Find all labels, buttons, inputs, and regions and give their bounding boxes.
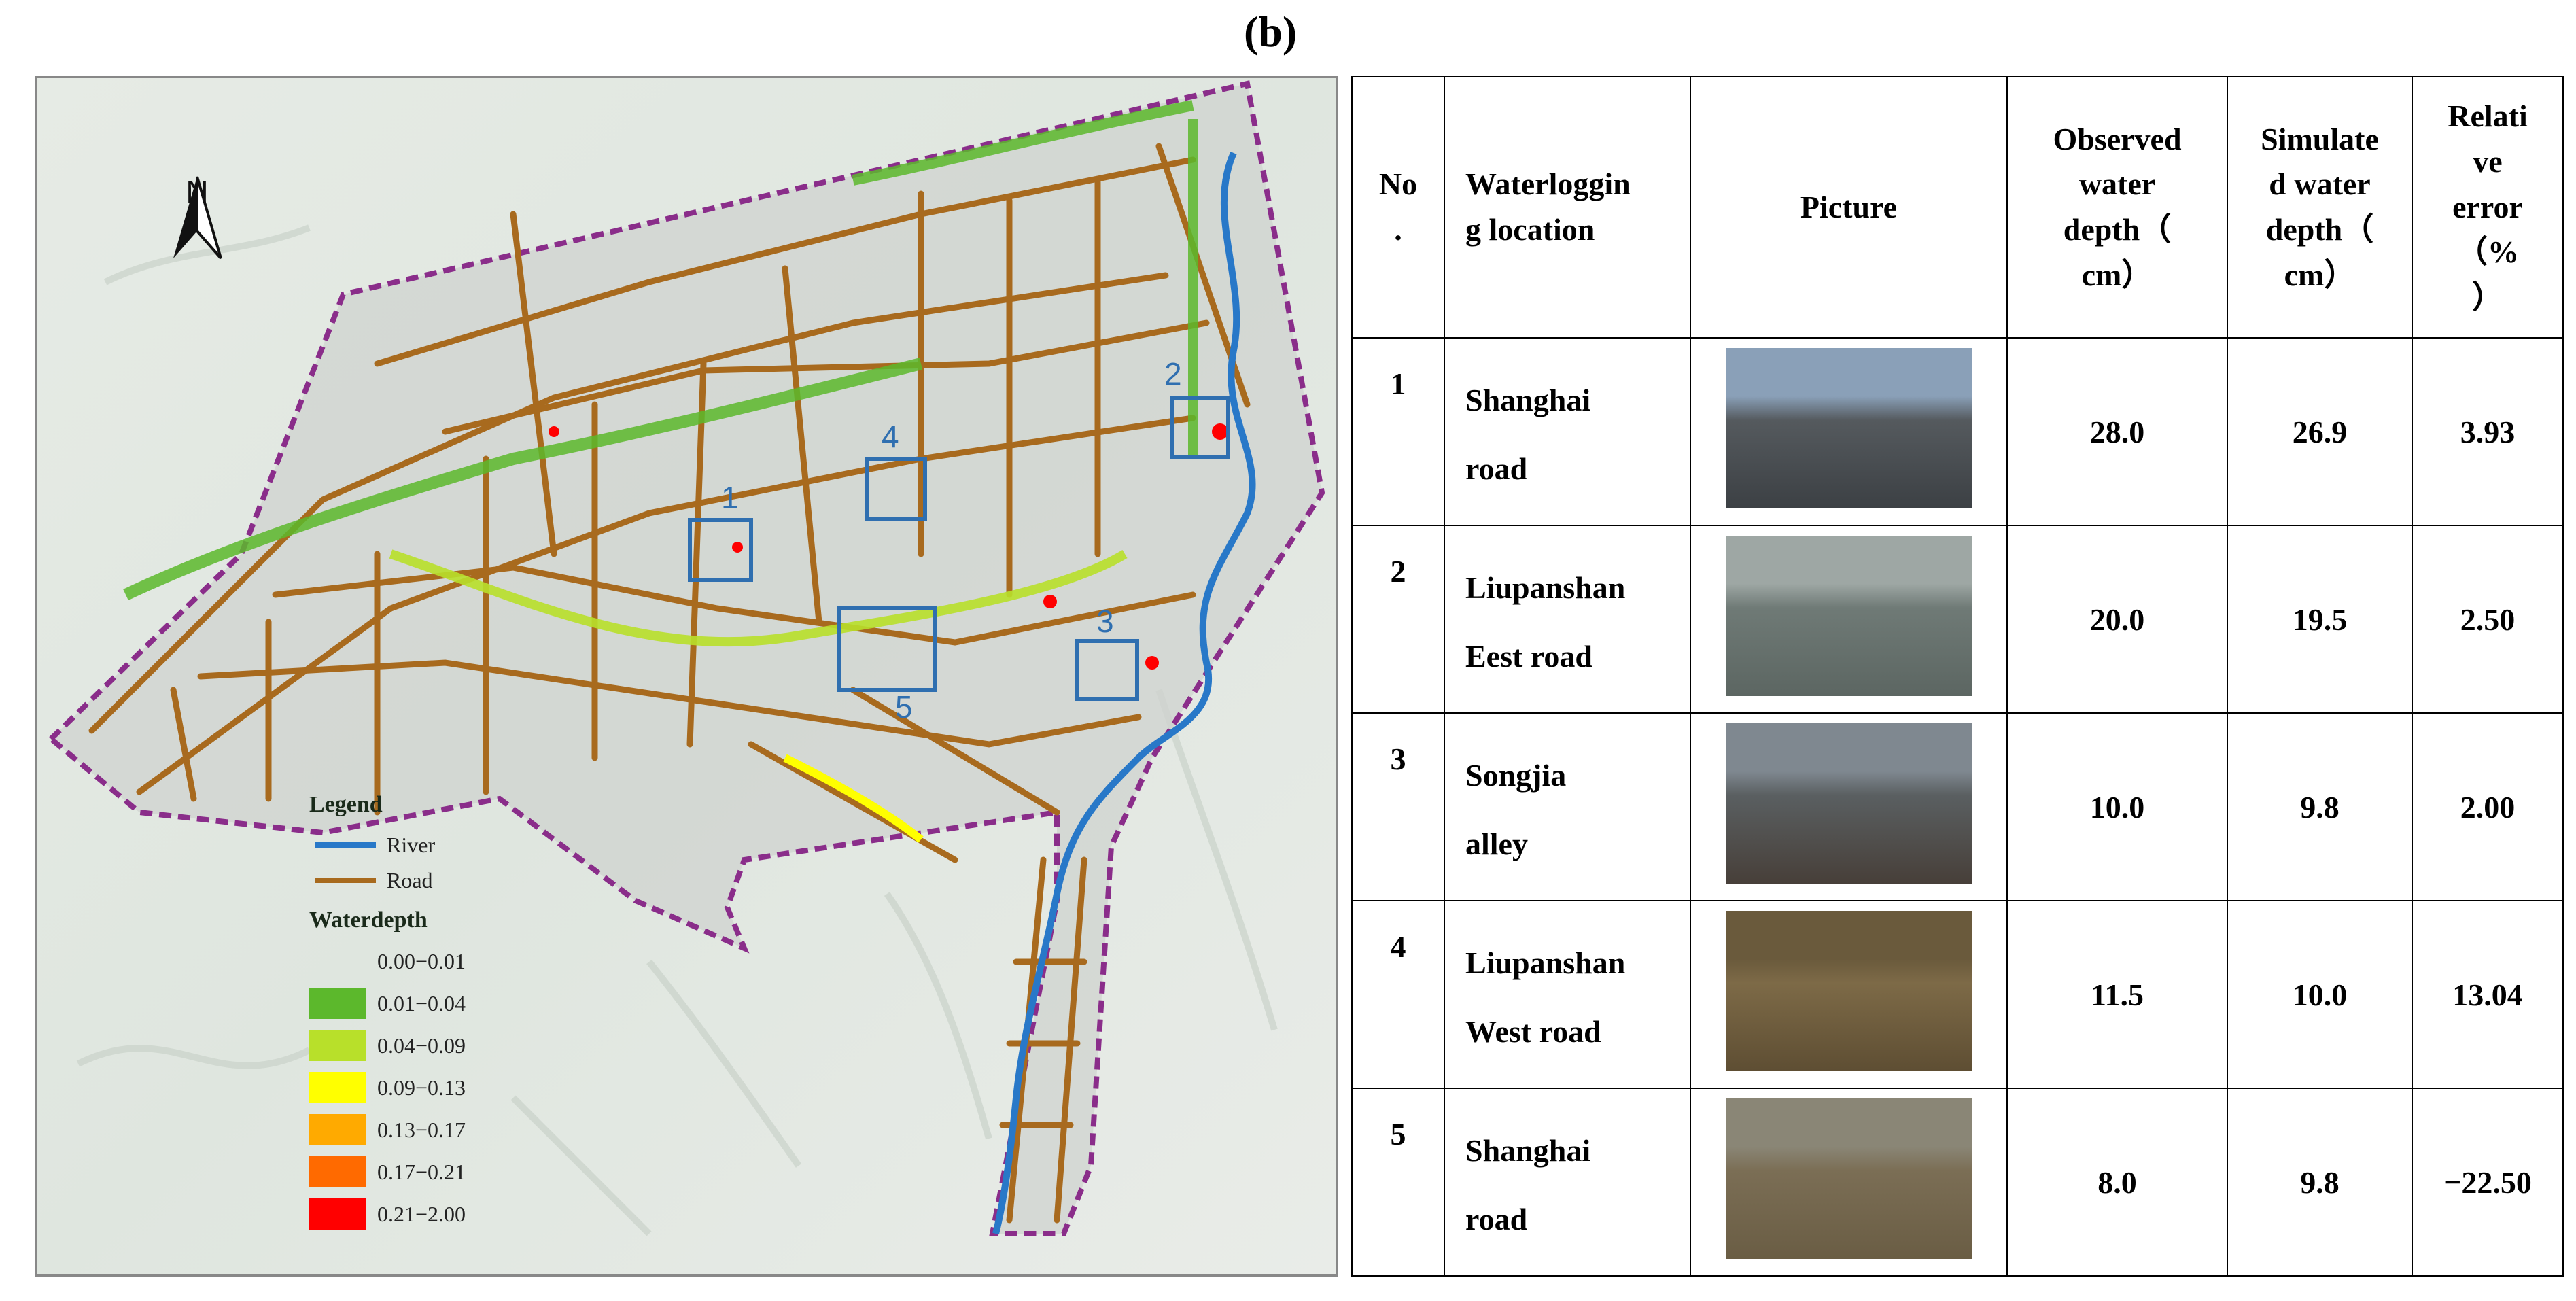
table-header-row: No . Waterloggin g location Picture Obse…: [1351, 76, 2564, 339]
site-boxes: [688, 396, 1230, 701]
site-label-1: 1: [721, 480, 739, 515]
header-location: Waterloggin g location: [1444, 76, 1691, 339]
location-cell: Shanghai road: [1444, 337, 1691, 526]
map-canvas: [37, 78, 1336, 1274]
waterdepth-swatch: [309, 946, 366, 977]
observation-table: No . Waterloggin g location Picture Obse…: [1351, 76, 2564, 1277]
site-label-3: 3: [1096, 604, 1114, 639]
waterdepth-label: 0.04−0.09: [377, 1033, 466, 1058]
waterdepth-swatch: [309, 1072, 366, 1103]
north-arrow-icon: [173, 176, 222, 260]
waterdepth-swatch: [309, 1114, 366, 1145]
river: [992, 151, 1256, 1235]
waterdepth-class: 0.13−0.17: [296, 1109, 649, 1151]
simulated-depth-cell: 19.5: [2227, 525, 2413, 714]
row-number: 2: [1351, 525, 1445, 714]
observed-depth-cell: 10.0: [2006, 712, 2228, 901]
row-number: 4: [1351, 900, 1445, 1089]
waterlogging-map: N 1 2 3 4 5 Legend River Road Waterdepth…: [35, 76, 1338, 1277]
waterdepth-patches: [123, 100, 1228, 843]
picture-cell: [1690, 337, 2008, 526]
waterdepth-label: 0.01−0.04: [377, 990, 466, 1016]
row-number: 3: [1351, 712, 1445, 901]
simulated-depth-cell: 9.8: [2227, 712, 2413, 901]
legend-title: Legend: [309, 792, 383, 817]
waterdepth-class: 0.17−0.21: [296, 1151, 649, 1193]
road-swatch: [315, 878, 376, 883]
waterdepth-title: Waterdepth: [309, 907, 428, 933]
north-arrow: N: [167, 173, 228, 260]
flooded-street-photo: [1726, 723, 1972, 884]
waterdepth-swatch: [309, 988, 366, 1019]
river-swatch: [315, 842, 376, 848]
road-network: [88, 143, 1251, 1224]
legend-road: Road: [296, 863, 649, 898]
flooded-street-photo: [1726, 910, 1972, 1071]
waterdepth-label: 0.17−0.21: [377, 1159, 466, 1184]
flooded-street-photo: [1726, 1098, 1972, 1259]
picture-cell: [1690, 525, 2008, 714]
waterdepth-class: 0.00−0.01: [296, 940, 649, 982]
site-label-2: 2: [1164, 356, 1182, 392]
picture-cell: [1690, 900, 2008, 1089]
picture-cell: [1690, 712, 2008, 901]
flooded-street-photo: [1726, 535, 1972, 696]
observed-depth-cell: 8.0: [2006, 1088, 2228, 1277]
relative-error-cell: 3.93: [2412, 337, 2564, 526]
waterdepth-label: 0.21−2.00: [377, 1201, 466, 1226]
row-number: 1: [1351, 337, 1445, 526]
waterdepth-swatch: [309, 1198, 366, 1230]
header-error: Relati ve error （% ）: [2412, 76, 2564, 339]
header-observed: Observed water depth（ cm）: [2006, 76, 2228, 339]
waterdepth-class: 0.01−0.04: [296, 982, 649, 1024]
header-picture: Picture: [1690, 76, 2008, 339]
location-cell: Songjia alley: [1444, 712, 1691, 901]
waterdepth-swatch: [309, 1030, 366, 1061]
simulated-depth-cell: 26.9: [2227, 337, 2413, 526]
row-number: 5: [1351, 1088, 1445, 1277]
waterdepth-label: 0.09−0.13: [377, 1075, 466, 1100]
location-cell: Shanghai road: [1444, 1088, 1691, 1277]
waterdepth-class: 0.21−2.00: [296, 1193, 649, 1235]
observed-depth-cell: 20.0: [2006, 525, 2228, 714]
site-label-4: 4: [882, 419, 899, 454]
picture-cell: [1690, 1088, 2008, 1277]
relative-error-cell: 13.04: [2412, 900, 2564, 1089]
simulated-depth-cell: 9.8: [2227, 1088, 2413, 1277]
relative-error-cell: 2.50: [2412, 525, 2564, 714]
site-label-5: 5: [895, 689, 913, 725]
relative-error-cell: 2.00: [2412, 712, 2564, 901]
waterdepth-class: 0.09−0.13: [296, 1066, 649, 1109]
flooded-street-photo: [1726, 347, 1972, 508]
waterdepth-class: 0.04−0.09: [296, 1024, 649, 1066]
location-cell: Liupanshan West road: [1444, 900, 1691, 1089]
waterdepth-classes: 0.00−0.01 0.01−0.04 0.04−0.09 0.09−0.13 0.13…: [296, 940, 649, 1235]
header-simulated: Simulate d water depth（ cm）: [2227, 76, 2413, 339]
waterdepth-label: 0.13−0.17: [377, 1117, 466, 1142]
waterdepth-label: 0.00−0.01: [377, 948, 466, 973]
header-no-text: No .: [1378, 167, 1418, 247]
header-no: No .: [1351, 76, 1445, 339]
legend-river: River: [296, 827, 649, 863]
relative-error-cell: −22.50: [2412, 1088, 2564, 1277]
waterdepth-swatch: [309, 1156, 366, 1187]
simulated-depth-cell: 10.0: [2227, 900, 2413, 1089]
figure-label: (b): [1244, 7, 1298, 56]
observed-depth-cell: 28.0: [2006, 337, 2228, 526]
observed-depth-cell: 11.5: [2006, 900, 2228, 1089]
location-cell: Liupanshan Eest road: [1444, 525, 1691, 714]
